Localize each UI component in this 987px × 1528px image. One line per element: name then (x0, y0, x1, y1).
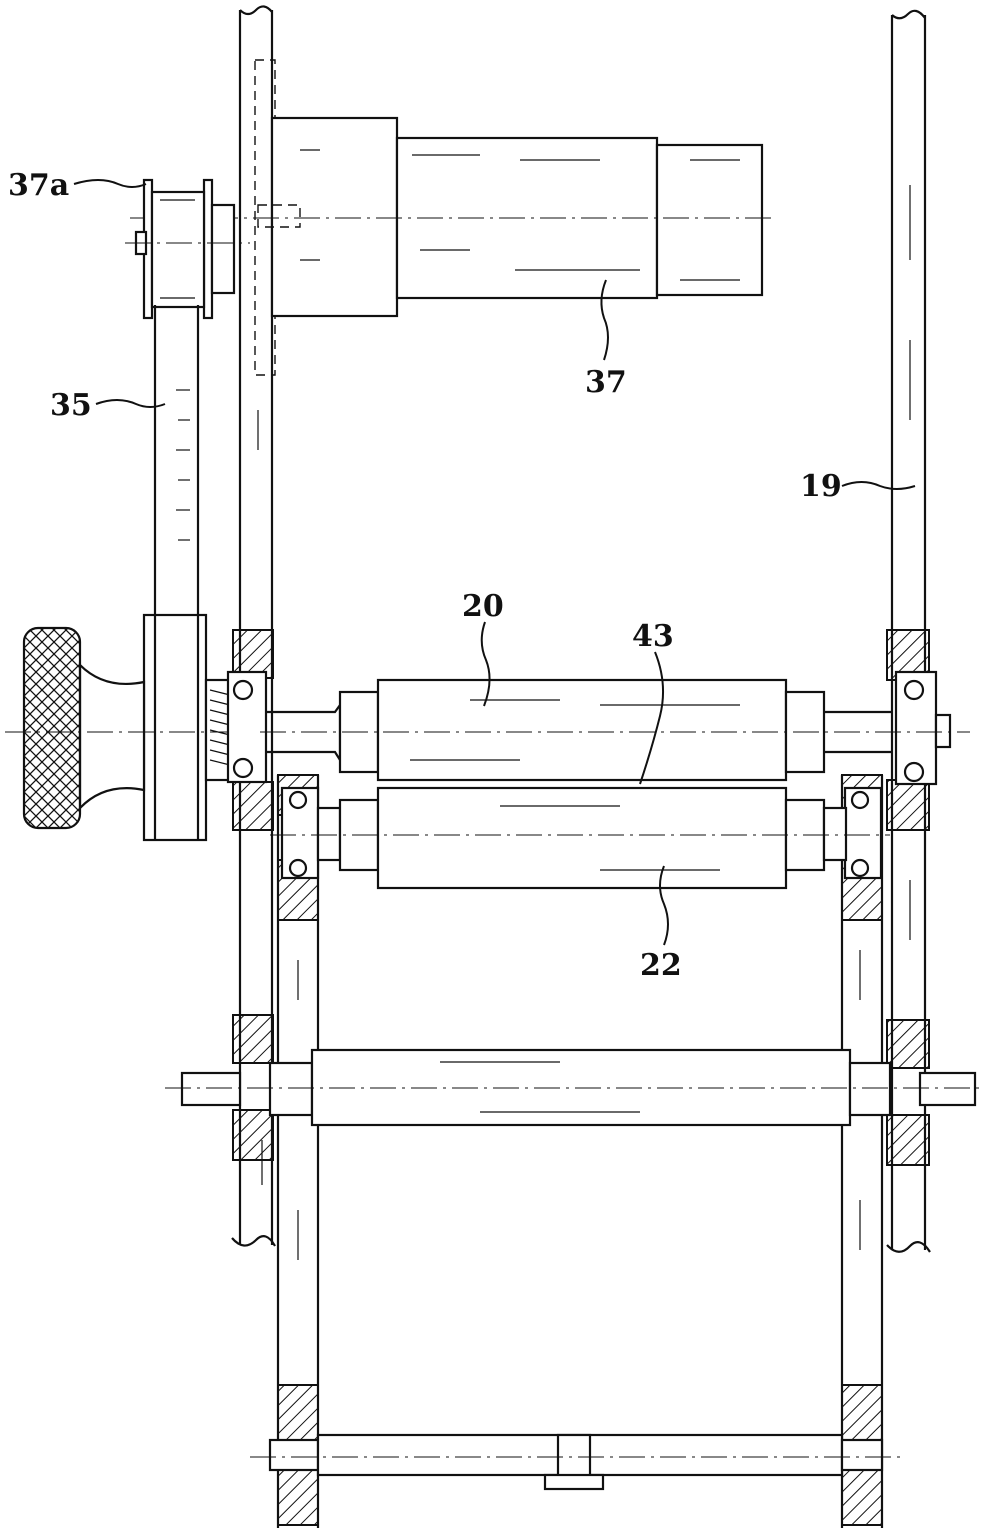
adjustment-knob (5, 626, 240, 830)
label-43-text: 43 (632, 619, 674, 654)
right-side-plate (886, 9, 931, 1253)
right-plate-section-bottom (886, 1114, 930, 1166)
lower-shaft-roller (165, 1048, 980, 1127)
label-19-text: 19 (800, 469, 842, 504)
right-plate-section-mid (886, 779, 930, 831)
lower-roller (270, 786, 890, 890)
label-37a: 37a (8, 168, 147, 203)
label-22-text: 22 (640, 948, 682, 983)
belt (153, 305, 200, 620)
label-43: 43 (632, 619, 674, 785)
label-20-text: 20 (462, 589, 504, 624)
left-side-plate (231, 5, 276, 1247)
upper-roller (260, 678, 970, 782)
label-37: 37 (585, 279, 627, 400)
drive-pulley (142, 613, 236, 842)
left-plate-section-bottom (232, 1109, 274, 1161)
label-19: 19 (800, 469, 916, 504)
left-plate-section-upper (232, 629, 274, 679)
label-20: 20 (462, 589, 504, 707)
bearings (226, 670, 938, 880)
label-37a-text: 37a (8, 168, 69, 203)
motor-pulley (125, 178, 250, 320)
left-plate-section-mid (232, 781, 274, 831)
motor (130, 59, 775, 376)
label-37-text: 37 (585, 365, 627, 400)
label-35: 35 (50, 388, 166, 423)
label-35-text: 35 (50, 388, 92, 423)
bottom-shaft (250, 1433, 900, 1491)
right-plate-section-lower (886, 1019, 930, 1069)
left-plate-section-lower (232, 1014, 274, 1064)
label-22: 22 (640, 865, 682, 983)
